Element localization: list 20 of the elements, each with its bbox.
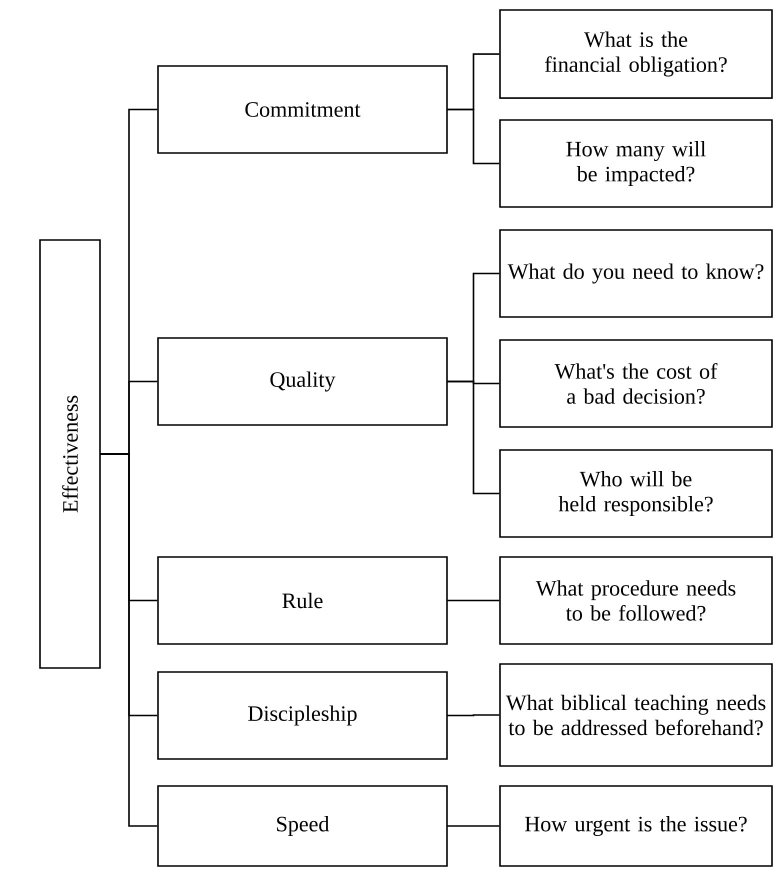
question-box: What is the financial obligation?: [499, 9, 773, 99]
category-box: Speed: [157, 785, 448, 867]
question-box: How many will be impacted?: [499, 119, 773, 208]
connector: [447, 825, 500, 827]
question-box: What do you need to know?: [499, 229, 773, 318]
connector: [447, 600, 500, 602]
connector: [447, 380, 500, 494]
connector: [100, 453, 158, 827]
question-box: How urgent is the issue?: [499, 785, 773, 867]
connector: [447, 108, 500, 164]
connector: [447, 714, 500, 716]
question-box: What's the cost of a bad decision?: [499, 339, 773, 428]
question-box: Who will be held responsible?: [499, 449, 773, 538]
category-box: Commitment: [157, 65, 448, 154]
question-box: What biblical teaching needs to be addressed beforehand?: [499, 663, 773, 767]
question-box: What procedure needs to be followed?: [499, 556, 773, 645]
category-box: Discipleship: [157, 671, 448, 760]
category-box: Rule: [157, 556, 448, 645]
root-box: Effectiveness: [39, 239, 101, 669]
category-box: Quality: [157, 337, 448, 426]
